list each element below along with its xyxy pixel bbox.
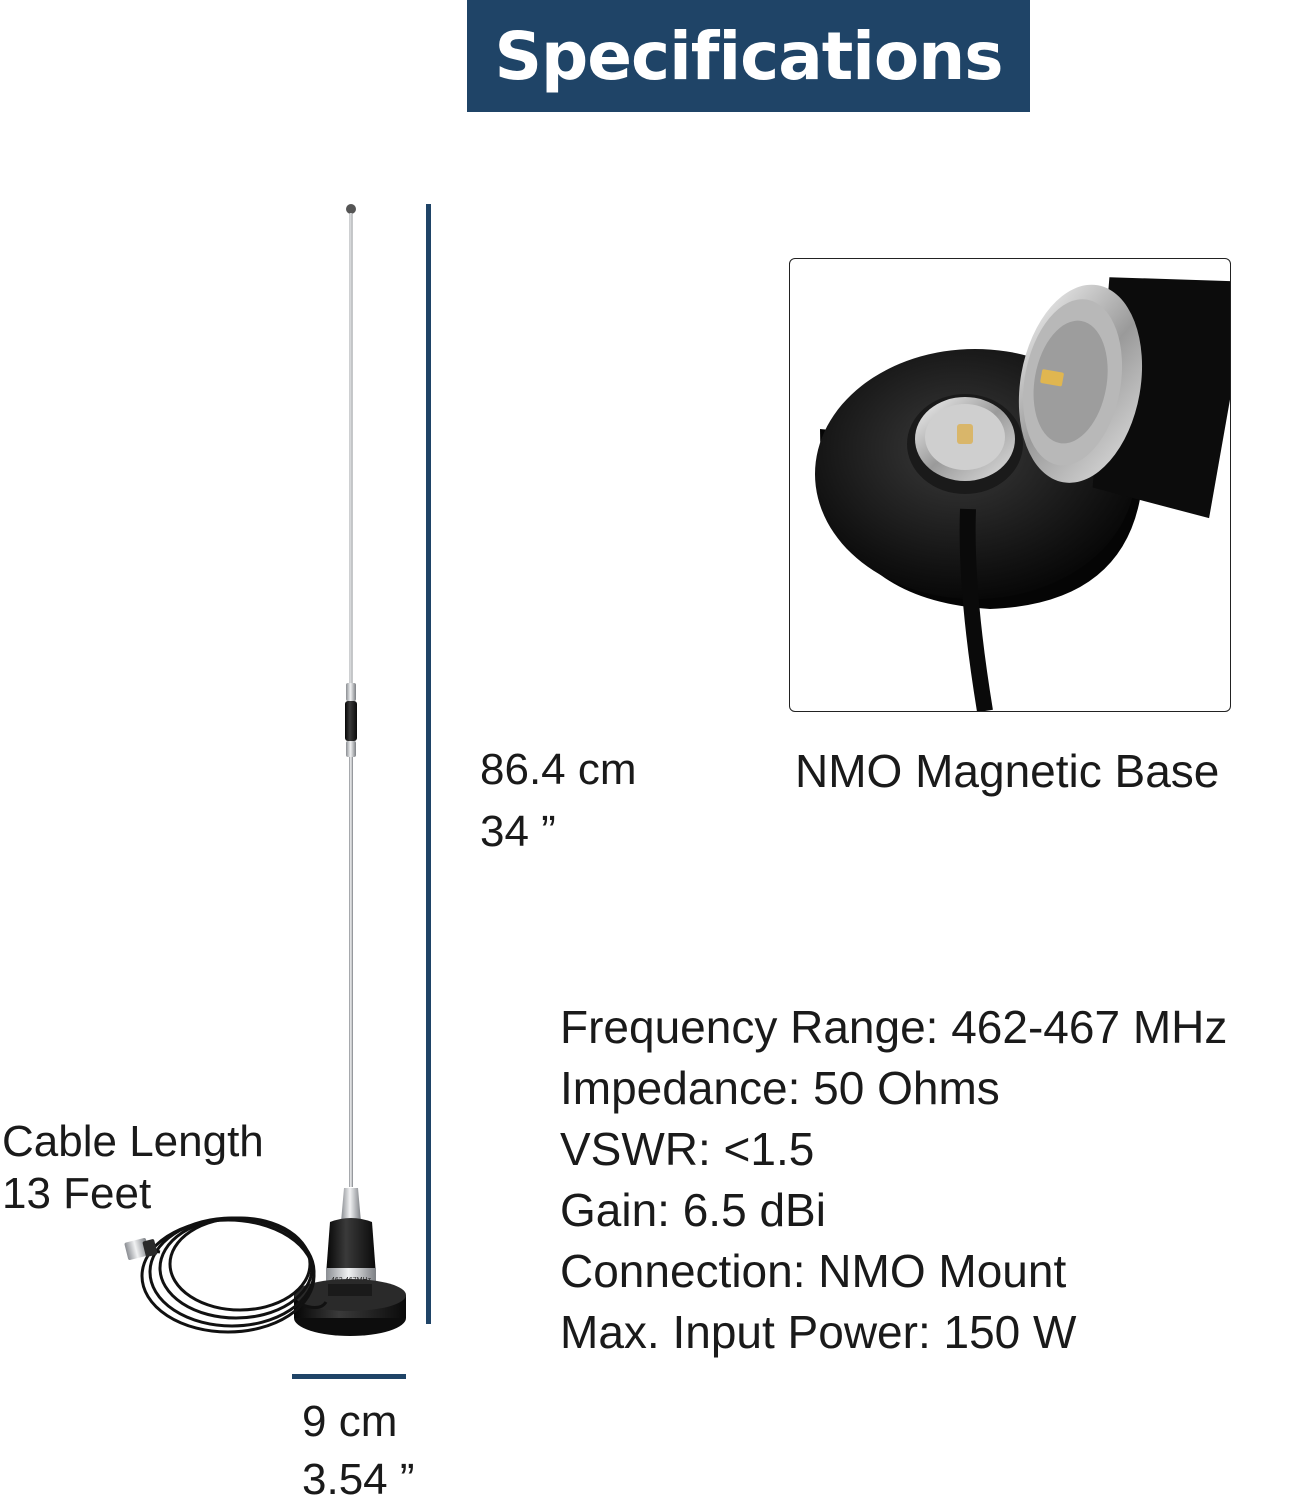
nmo-magnetic-base-caption: NMO Magnetic Base [795, 745, 1220, 797]
spec-frequency-range: Frequency Range: 462-467 MHz [560, 1001, 1228, 1053]
nmo-magnetic-base-closeup-image [815, 277, 1230, 711]
cable-length-label: Cable Length [2, 1117, 264, 1166]
height-cm-label: 86.4 cm [480, 745, 637, 794]
height-in-label: 34 ” [480, 807, 556, 856]
whip-ferrule [341, 1188, 361, 1222]
base-width-in-label: 3.54 ” [302, 1455, 415, 1504]
specifications-list: Frequency Range: 462-467 MHz Impedance: … [560, 1000, 1227, 1366]
base-width-dimension-line [292, 1374, 406, 1379]
nmo-mount-head [1018, 277, 1230, 519]
spec-gain: Gain: 6.5 dBi [560, 1184, 826, 1236]
height-dimension-line [426, 204, 431, 1324]
center-pin [957, 424, 973, 444]
upper-whip [349, 213, 353, 683]
spec-connection: Connection: NMO Mount [560, 1245, 1067, 1297]
base-cable [959, 508, 993, 711]
pl259-connector [124, 1238, 158, 1260]
spec-max-input-power: Max. Input Power: 150 W [560, 1306, 1077, 1358]
nmo-magnetic-base-photo [789, 258, 1231, 712]
spec-impedance: Impedance: 50 Ohms [560, 1062, 1000, 1114]
page-title: Specifications [494, 17, 1003, 95]
coax-cable-coil [140, 1216, 328, 1334]
title-banner: Specifications [467, 0, 1030, 112]
whip-tip [346, 204, 356, 214]
spec-vswr: VSWR: <1.5 [560, 1123, 815, 1175]
loading-coil [345, 701, 357, 741]
base-width-cm-label: 9 cm [302, 1397, 398, 1446]
mount-body [326, 1218, 376, 1275]
lower-whip [349, 757, 353, 1187]
cable-length-value: 13 Feet [2, 1169, 152, 1218]
